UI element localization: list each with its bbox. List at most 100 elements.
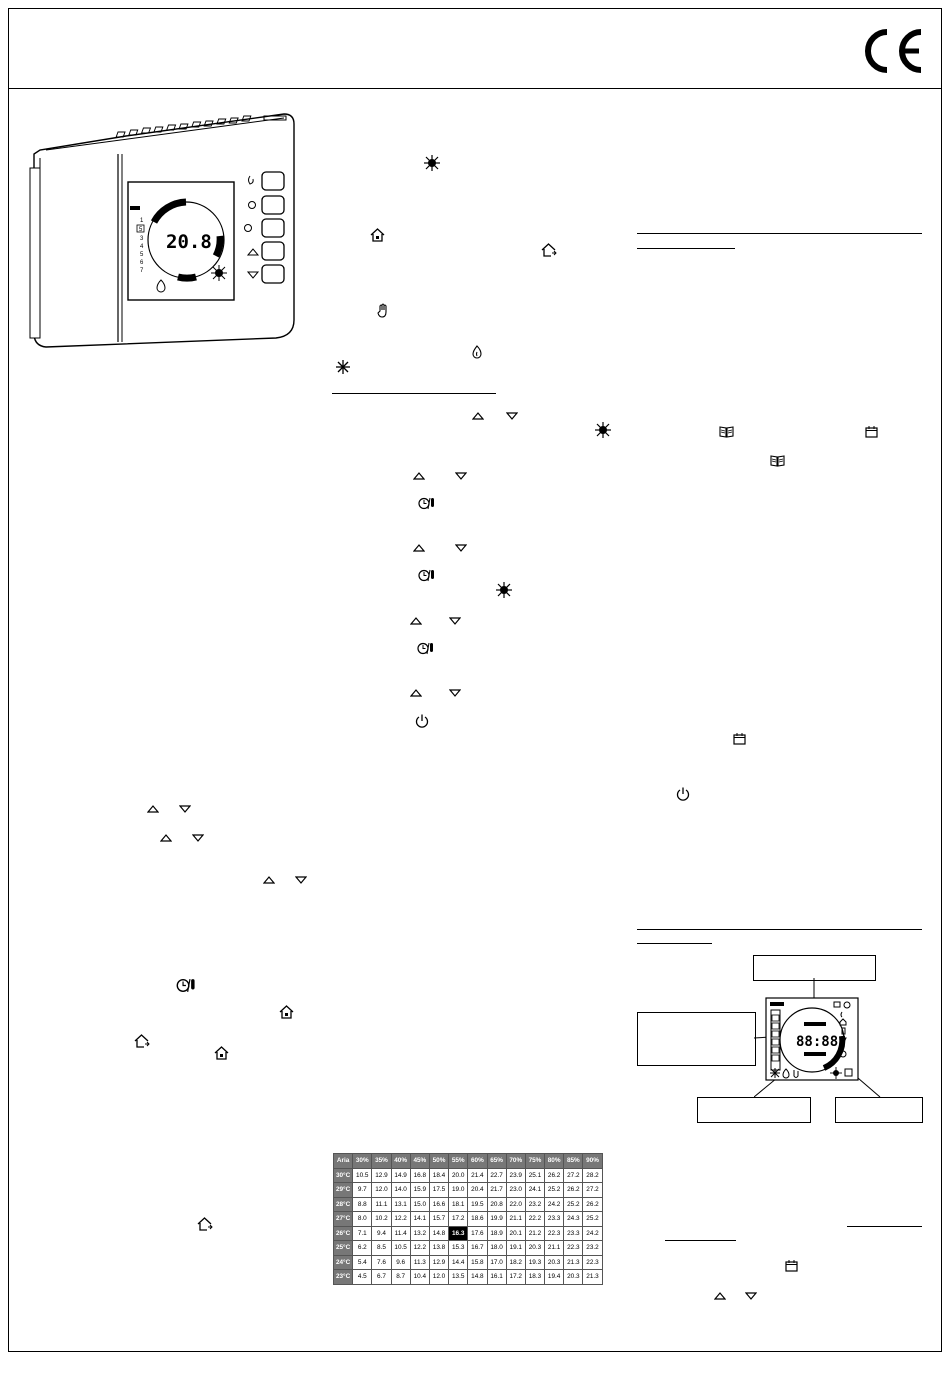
table-cell: 18.2 [505, 1254, 526, 1270]
table-cell: 16.7 [467, 1240, 488, 1256]
table-cell: 8.5 [371, 1240, 392, 1256]
table-cell: 15.0 [409, 1196, 430, 1212]
table-cell: 7.6 [371, 1254, 392, 1270]
table-column-header: 55% [448, 1153, 469, 1169]
away-house-icon [541, 243, 557, 257]
table-row-header: 28°C [332, 1196, 354, 1212]
house-icon [370, 228, 385, 242]
up-arrow-icon [413, 544, 425, 552]
table-cell: 24.2 [544, 1196, 565, 1212]
table-cell: 14.9 [390, 1167, 411, 1183]
ce-mark-icon [865, 29, 922, 73]
table-cell: 26.2 [582, 1196, 603, 1212]
table-cell: 16.1 [486, 1269, 507, 1285]
table-cell: 25.1 [524, 1167, 546, 1183]
moon-icon [483, 156, 490, 170]
down-arrow-icon [745, 1292, 757, 1300]
table-row-header: 23°C [332, 1269, 354, 1285]
table-cell: 10.2 [371, 1211, 392, 1227]
table-cell: 19.3 [524, 1254, 546, 1270]
table-cell: 13.8 [428, 1240, 450, 1256]
callout-box-bottom-left [697, 1097, 811, 1123]
table-column-header: 50% [428, 1153, 450, 1169]
table-row-header: 26°C [332, 1225, 354, 1241]
book-icon [719, 426, 734, 438]
table-cell: 9.6 [390, 1254, 411, 1270]
clock-thermometer-icon [418, 497, 434, 510]
up-arrow-icon [410, 617, 422, 625]
table-cell: 21.1 [505, 1211, 526, 1227]
table-cell: 18.4 [428, 1167, 450, 1183]
table-cell: 10.5 [390, 1240, 411, 1256]
section-underline [637, 248, 735, 249]
table-cell: 20.3 [524, 1240, 546, 1256]
table-cell: 8.7 [390, 1269, 411, 1285]
manual-hand-icon [377, 303, 387, 318]
up-arrow-icon [263, 876, 275, 884]
table-column-header: 80% [544, 1153, 565, 1169]
program-number-7: 7 [140, 268, 144, 274]
table-cell: 19.9 [486, 1211, 507, 1227]
section-underline [637, 943, 712, 944]
table-cell: 21.4 [467, 1167, 488, 1183]
table-cell: 20.3 [563, 1269, 584, 1285]
table-column-header: 70% [505, 1153, 526, 1169]
table-cell: 10.5 [352, 1167, 373, 1183]
away-house-icon [197, 1217, 213, 1231]
up-arrow-icon [413, 472, 425, 480]
up-arrow-icon [410, 689, 422, 697]
table-cell: 15.9 [409, 1182, 430, 1198]
table-cell: 15.8 [467, 1254, 488, 1270]
table-cell: 18.0 [486, 1240, 507, 1256]
table-cell: 12.9 [371, 1167, 392, 1183]
calendar-icon [733, 733, 746, 745]
table-cell: 22.2 [524, 1211, 546, 1227]
table-cell: 25.2 [544, 1182, 565, 1198]
table-cell: 24.2 [582, 1225, 603, 1241]
up-arrow-icon [714, 1292, 726, 1300]
house-icon [279, 1005, 294, 1019]
table-cell: 16.6 [428, 1196, 450, 1212]
lcd-diagram: 88:88 [754, 978, 881, 1098]
calendar-icon [785, 1260, 798, 1272]
clock-thermometer-icon [176, 979, 195, 992]
table-corner-cell: Aria [332, 1153, 354, 1169]
table-row-header: 24°C [332, 1254, 354, 1270]
section-underline [847, 1226, 922, 1227]
table-cell: 25.2 [582, 1211, 603, 1227]
away-house-icon [134, 1034, 150, 1048]
table-cell: 19.0 [448, 1182, 469, 1198]
table-cell: 26.2 [544, 1167, 565, 1183]
lcd-main-digits: 88:88 [796, 1034, 838, 1050]
up-arrow-icon [147, 805, 159, 813]
table-cell: 18.6 [467, 1211, 488, 1227]
table-cell: 22.7 [486, 1167, 507, 1183]
table-cell: 18.9 [486, 1225, 507, 1241]
table-cell: 17.0 [486, 1254, 507, 1270]
table-cell: 24.3 [563, 1211, 584, 1227]
table-cell: 7.1 [352, 1225, 373, 1241]
table-cell: 28.2 [582, 1167, 603, 1183]
table-cell: 13.5 [448, 1269, 469, 1285]
callout-box-bottom-right [835, 1097, 923, 1123]
table-cell: 17.2 [505, 1269, 526, 1285]
table-cell: 19.1 [505, 1240, 526, 1256]
table-cell: 9.7 [352, 1182, 373, 1198]
table-cell: 6.7 [371, 1269, 392, 1285]
table-cell: 22.0 [505, 1196, 526, 1212]
up-arrow-icon [160, 834, 172, 842]
table-cell: 21.3 [582, 1269, 603, 1285]
table-column-header: 85% [563, 1153, 584, 1169]
table-cell: 27.2 [582, 1182, 603, 1198]
program-number-5: 5 [140, 252, 144, 258]
table-cell: 8.8 [352, 1196, 373, 1212]
table-cell: 22.3 [582, 1254, 603, 1270]
table-column-header: 60% [467, 1153, 488, 1169]
moon-icon [501, 656, 508, 670]
table-cell: 21.7 [486, 1182, 507, 1198]
table-row-header: 25°C [332, 1240, 354, 1256]
